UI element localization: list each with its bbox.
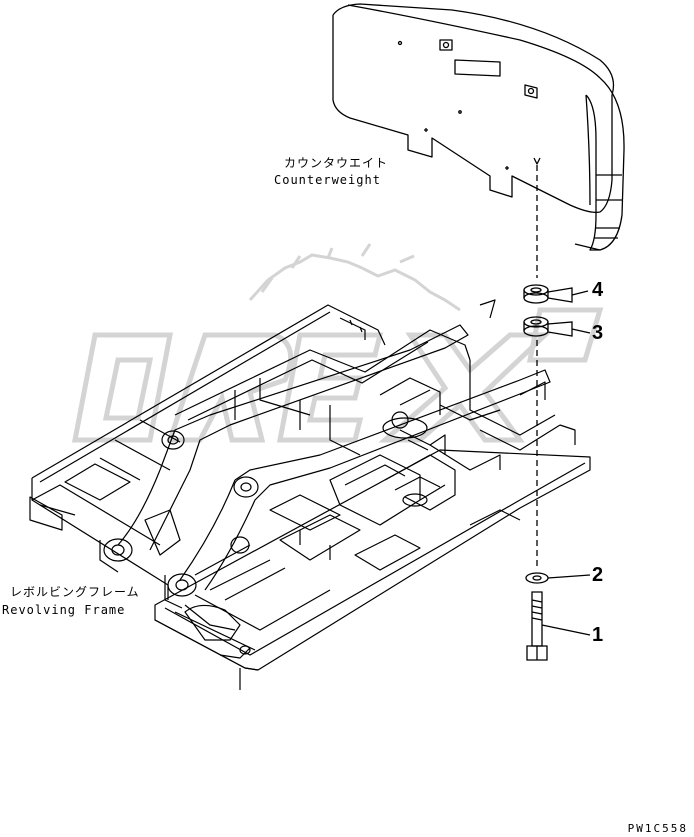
counterweight-label-jp: カウンタウエイト	[284, 156, 389, 170]
part-2-washer	[525, 572, 549, 584]
boss-upper-left	[161, 430, 185, 450]
revolving-frame	[29, 299, 591, 690]
boss-lower-left	[103, 538, 133, 562]
revolving-frame-label-en: Revolving Frame	[2, 603, 126, 617]
watermark-caption: OREX	[300, 330, 301, 331]
callout-4: 4	[592, 279, 604, 301]
frame-arm-front	[149, 324, 469, 551]
watermark-text	[71, 307, 604, 443]
callout-1: 1	[592, 624, 604, 646]
counterweight-lug-left	[439, 39, 453, 51]
watermark-logo	[71, 243, 604, 443]
part-1-bolt	[526, 591, 548, 661]
boss-upper-right	[233, 476, 259, 498]
drawing-number: PW1C558	[627, 822, 688, 835]
frame-arm-rear	[204, 369, 551, 591]
counterweight	[332, 3, 625, 278]
part-4-washer	[523, 284, 549, 304]
counterweight-label-en: Counterweight	[274, 173, 381, 187]
callout-3: 3	[592, 322, 604, 344]
revolving-frame-label-jp: レボルビングフレーム	[10, 585, 140, 599]
fastener-stack	[523, 284, 591, 661]
watermark-gear	[248, 253, 461, 312]
callout-2: 2	[592, 564, 604, 586]
counterweight-lug-right	[524, 84, 538, 99]
boss-lower-right	[167, 573, 197, 597]
